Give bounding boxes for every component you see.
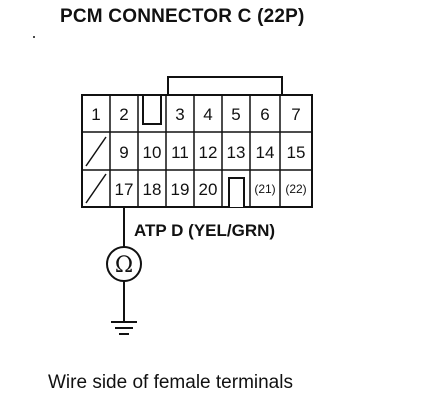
terminal-10: 10 [143,143,162,162]
diagram-caption: Wire side of female terminals [48,372,293,393]
terminal-13: 13 [227,143,246,162]
column-dividers [109,95,281,207]
bottom-keyway-notch [228,177,245,207]
terminal-20: 20 [199,180,218,199]
ground-icon [111,321,137,335]
wire-label: ATP D (YEL/GRN) [134,221,275,240]
terminal-9: 9 [119,143,128,162]
connector-outline [81,94,313,208]
stray-mark [33,36,35,38]
terminal-17: 17 [115,180,134,199]
terminal-4: 4 [203,105,212,124]
connector-lock-tab [167,76,283,95]
terminal-7: 7 [291,105,300,124]
blank-cavity-16 [85,173,107,204]
terminal-14: 14 [256,143,275,162]
terminal-5: 5 [231,105,240,124]
terminal-18: 18 [143,180,162,199]
terminal-2: 2 [119,105,128,124]
terminal-21: (21) [254,182,275,196]
top-keyway-notch [142,95,162,125]
terminal-19: 19 [171,180,190,199]
terminal-22: (22) [285,182,306,196]
terminal-3: 3 [175,105,184,124]
terminal-15: 15 [287,143,306,162]
terminal-12: 12 [199,143,218,162]
ohm-symbol: Ω [115,253,133,278]
connector-title: PCM CONNECTOR C (22P) [60,6,305,27]
blank-cavity-8 [85,136,107,167]
terminal-1: 1 [91,105,100,124]
terminal-6: 6 [260,105,269,124]
terminal-11: 11 [171,143,189,162]
